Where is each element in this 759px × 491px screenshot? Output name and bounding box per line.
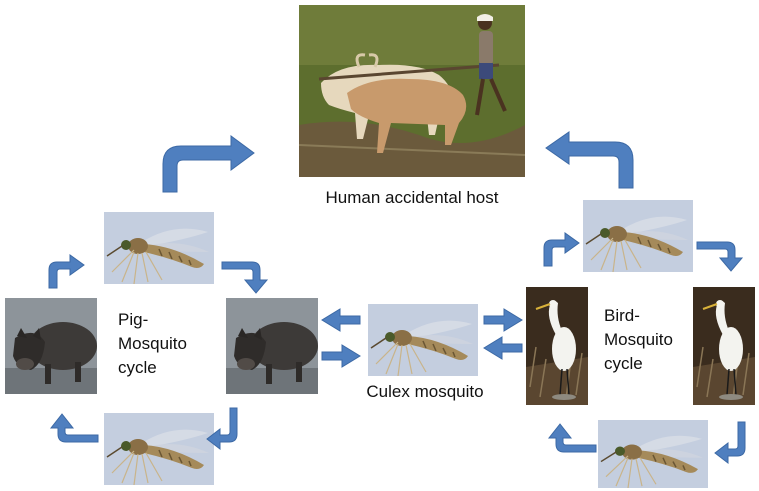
arrow-bird-bottom-left — [549, 424, 596, 452]
arrow-pig-right-down — [207, 408, 237, 449]
arrow-pig-top-right — [222, 262, 267, 293]
arrow-bird-right-down — [715, 422, 745, 463]
arrow-bird-to-culex — [484, 337, 522, 359]
arrow-bird-left-up — [544, 233, 579, 266]
arrow-pig-left-up — [49, 255, 84, 288]
arrow-pig-to-human — [163, 136, 254, 192]
arrow-pig-to-culex — [322, 345, 360, 367]
arrow-bird-to-human — [546, 132, 633, 188]
arrow-culex-to-bird — [484, 309, 522, 331]
arrow-bird-top-right — [697, 242, 742, 271]
arrow-pig-bottom-left — [51, 414, 98, 442]
arrow-culex-to-pig — [322, 309, 360, 331]
